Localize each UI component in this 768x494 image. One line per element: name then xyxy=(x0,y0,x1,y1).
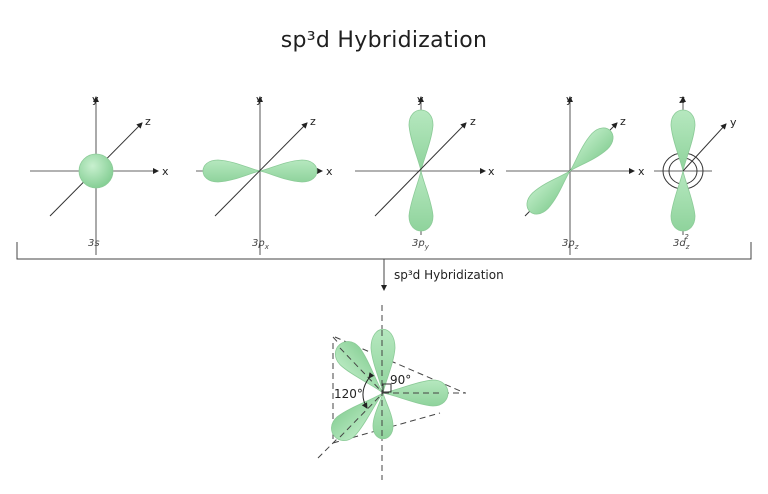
z-axis-label: z xyxy=(620,115,626,128)
orbital-label-3py: 3py xyxy=(412,238,430,251)
diagram-title: sp³d Hybridization xyxy=(280,28,488,53)
orbital-3s: x y z 3s xyxy=(30,93,169,255)
angle-label-120: 120° xyxy=(334,387,363,401)
right-angle-marker xyxy=(382,383,392,393)
s-orbital-sphere xyxy=(78,153,114,189)
z-axis-label: z xyxy=(470,115,476,128)
orbital-label-3px: 3px xyxy=(252,238,270,251)
combination-bracket xyxy=(16,242,752,291)
orbital-label-3pz: 3pz xyxy=(562,238,579,251)
orbital-3dz2: z y 3dz2 xyxy=(654,93,737,251)
orbital-3px: x y z 3px xyxy=(196,93,333,255)
angle-arc-120 xyxy=(361,372,375,409)
y-axis-label: y xyxy=(566,93,573,106)
sp3d-hybrid-orbital: 90° 120° xyxy=(317,305,466,480)
y-axis-label: y xyxy=(92,93,99,106)
z-axis-label: z xyxy=(679,93,685,106)
x-axis-label: x xyxy=(488,165,495,178)
x-axis-label: x xyxy=(326,165,333,178)
z-axis-label: z xyxy=(310,115,316,128)
y-axis-label: y xyxy=(730,116,737,129)
orbital-label-3dz2: 3dz2 xyxy=(673,233,690,251)
orbital-label-3s: 3s xyxy=(88,238,100,249)
hybridization-arrow-label: sp³d Hybridization xyxy=(394,268,504,282)
y-axis-label: y xyxy=(417,93,424,106)
y-axis-label: y xyxy=(256,93,263,106)
x-axis-label: x xyxy=(162,165,169,178)
orbital-3py: x y z 3py xyxy=(355,93,495,251)
orbital-3pz: x y z 3pz xyxy=(506,93,645,255)
x-axis-label: x xyxy=(638,165,645,178)
angle-label-90: 90° xyxy=(390,373,411,387)
z-axis-label: z xyxy=(145,115,151,128)
